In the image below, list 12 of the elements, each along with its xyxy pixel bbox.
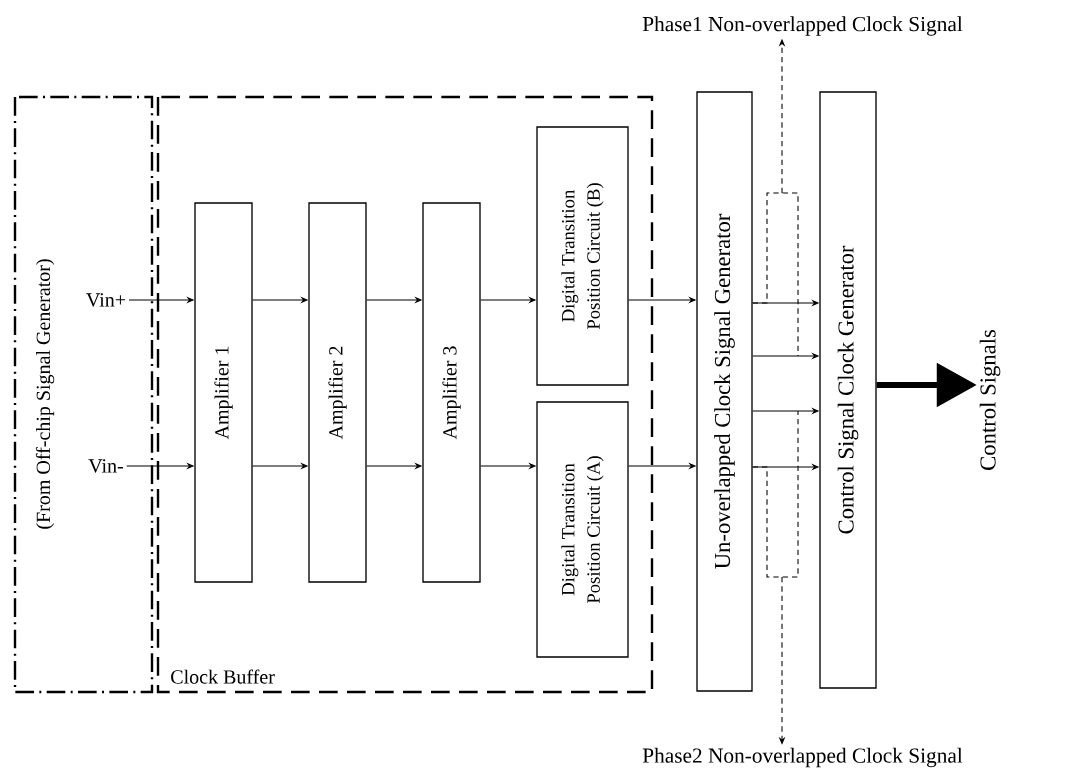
- generator-box: Un-overlapped Clock Signal Generator: [696, 91, 753, 692]
- signal-label: Phase2 Non-overlapped Clock Signal: [642, 747, 963, 768]
- signal-label: Vin+: [86, 293, 126, 307]
- generator-box: Control Signal Clock Generator: [819, 91, 877, 689]
- amplifier-box: Amplifier 3: [422, 202, 481, 583]
- output-label: Control Signals: [979, 329, 1001, 470]
- circuit-box: Digital Transition Position Circuit (A): [536, 401, 629, 658]
- amplifier-box: Amplifier 2: [308, 202, 367, 583]
- signal-label: Vin-: [88, 459, 123, 473]
- circuit-box: Digital Transition Position Circuit (B): [536, 126, 629, 386]
- signal-label: Phase1 Non-overlapped Clock Signal: [642, 16, 963, 36]
- amplifier-box: Amplifier 1: [194, 202, 253, 583]
